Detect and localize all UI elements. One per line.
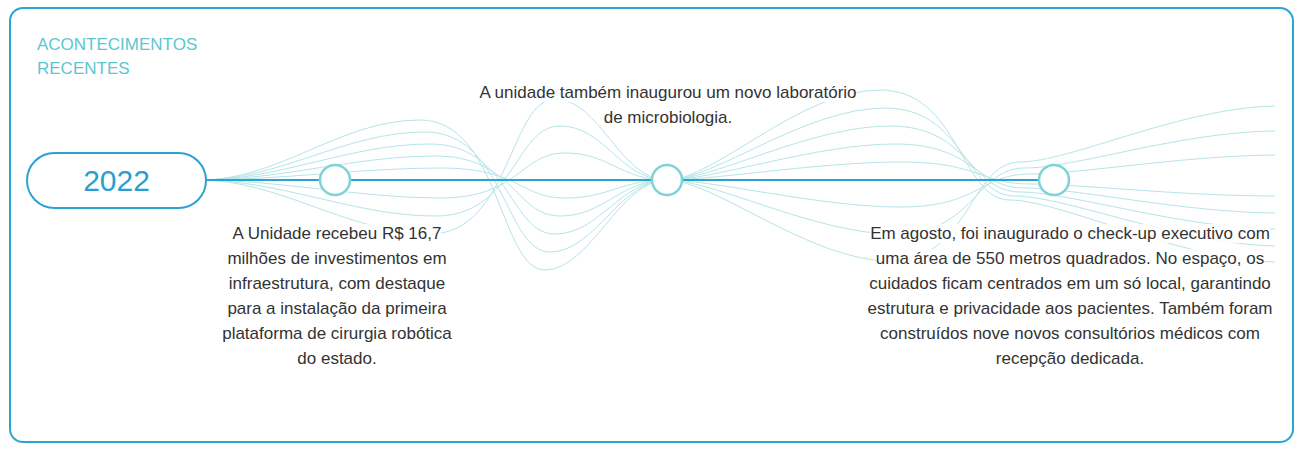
note-text: A unidade também inaugurou um novo labor… [479,83,856,127]
year-pill: 2022 [26,152,207,209]
timeline-note: A unidade também inaugurou um novo labor… [478,80,858,130]
section-title: ACONTECIMENTOS RECENTES [37,33,227,81]
note-text: Em agosto, foi inaugurado o check-up exe… [867,224,1272,368]
timeline-note: Em agosto, foi inaugurado o check-up exe… [862,221,1278,371]
year-text: 2022 [83,163,150,199]
note-text: A Unidade recebeu R$ 16,7 milhões de inv… [222,224,452,368]
timeline-note: A Unidade recebeu R$ 16,7 milhões de inv… [217,221,457,371]
